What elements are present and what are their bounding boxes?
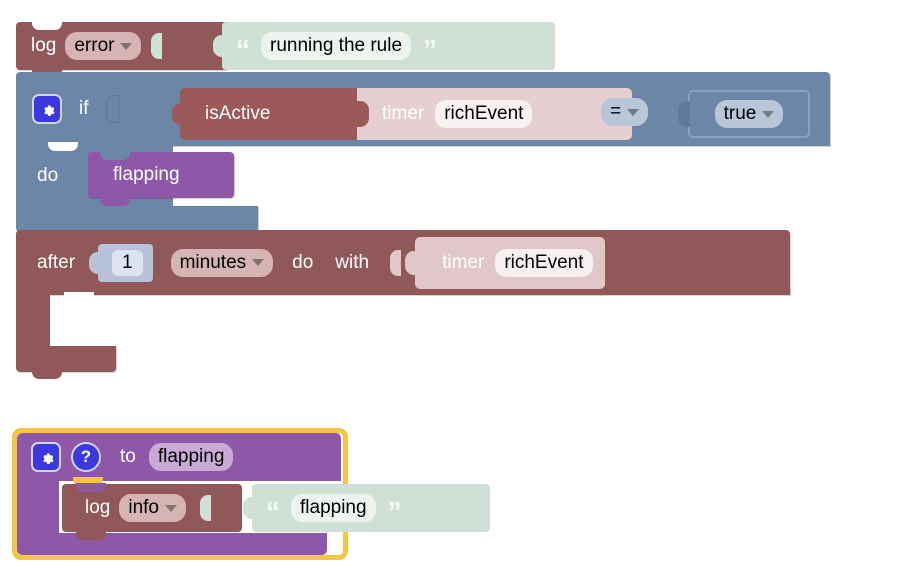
isactive-block[interactable]: isActive [172, 88, 357, 140]
if-footer [16, 206, 258, 232]
log-label: log [31, 35, 57, 56]
boolean-value-dropdown[interactable]: true [714, 100, 784, 128]
comparison-operator-value: = [610, 101, 622, 122]
after-footer [16, 346, 116, 372]
gear-icon[interactable] [32, 94, 62, 124]
log-info-message-socket [200, 495, 211, 521]
after-timer-event-field[interactable]: richEvent [495, 248, 593, 277]
isactive-label: isActive [205, 103, 271, 124]
timer-socket [357, 101, 369, 127]
after-header-row: after 1 minutes do with timer richEvent [16, 230, 790, 295]
help-glyph: ? [80, 447, 92, 466]
duration-unit-value: minutes [179, 251, 247, 273]
procedure-body-notch [73, 477, 103, 486]
do-label: do [37, 165, 59, 186]
procedure-name-field[interactable]: flapping [148, 443, 234, 471]
log-info-block[interactable]: log info [62, 483, 242, 540]
chevron-down-icon [762, 110, 775, 118]
help-icon[interactable]: ? [71, 442, 101, 472]
after-label: after [37, 251, 76, 273]
log-error-block[interactable]: log error [16, 21, 229, 78]
timer-arg-block[interactable]: timer richEvent [357, 88, 632, 140]
boolean-socket [678, 101, 690, 127]
after-with-label: with [335, 251, 370, 273]
timer-label: timer [382, 103, 425, 124]
chevron-down-icon [252, 259, 265, 266]
after-timer-block[interactable]: after 1 minutes do with timer richEvent [16, 229, 790, 379]
log-info-level-dropdown[interactable]: info [119, 494, 186, 522]
duration-unit-dropdown[interactable]: minutes [170, 248, 274, 277]
close-quote-icon: ” [387, 495, 402, 527]
procedure-footer [17, 533, 327, 555]
log-info-level-value: info [128, 497, 159, 518]
procedure-body-left [17, 477, 59, 539]
if-body-notch [48, 142, 78, 151]
log-info-text-block[interactable]: “ flapping ” [243, 484, 490, 532]
chevron-down-icon [627, 108, 640, 116]
log-info-message-field[interactable]: flapping [291, 494, 376, 522]
after-body-notch [64, 292, 94, 301]
chevron-down-icon [165, 504, 177, 512]
chevron-down-icon [120, 42, 133, 50]
duration-number-holder[interactable]: 1 [98, 243, 153, 282]
after-do-label: do [292, 251, 314, 273]
log-level-dropdown[interactable]: error [65, 32, 142, 60]
log-message-text-block[interactable]: “ running the rule ” [213, 22, 555, 70]
after-timer-label: timer [442, 251, 485, 273]
log-level-value: error [74, 35, 115, 56]
duration-socket-wrap: 1 [98, 243, 153, 282]
log-info-label: log [85, 497, 111, 518]
flapping-call-label: flapping [113, 164, 180, 185]
condition-value-group[interactable]: isActive timer richEvent [172, 88, 632, 140]
notch-top [100, 151, 130, 160]
notch-top [32, 21, 62, 30]
notch-top [76, 483, 106, 492]
flapping-call-block[interactable]: flapping [88, 151, 234, 206]
procedure-definition-block[interactable]: ? to flapping [17, 433, 343, 555]
after-body-left [16, 292, 50, 352]
timer-event-field[interactable]: richEvent [435, 100, 533, 128]
if-condition-socket [105, 95, 119, 123]
procedure-to-label: to [120, 446, 136, 467]
after-timer-arg-block[interactable]: timer richEvent [415, 236, 605, 289]
open-quote-icon: “ [266, 495, 280, 527]
comparison-operator-dropdown[interactable]: = [601, 98, 649, 126]
duration-value-field[interactable]: 1 [112, 249, 143, 276]
open-quote-icon: “ [236, 33, 250, 65]
if-label: if [79, 98, 89, 119]
boolean-true-block[interactable]: true [678, 90, 810, 138]
procedure-header-row: ? to flapping [17, 433, 341, 481]
gear-icon[interactable] [31, 442, 61, 472]
close-quote-icon: ” [423, 33, 437, 65]
log-message-field[interactable]: running the rule [261, 32, 412, 60]
boolean-value: true [723, 103, 757, 124]
log-message-socket [151, 33, 163, 59]
after-event-socket [390, 249, 402, 276]
